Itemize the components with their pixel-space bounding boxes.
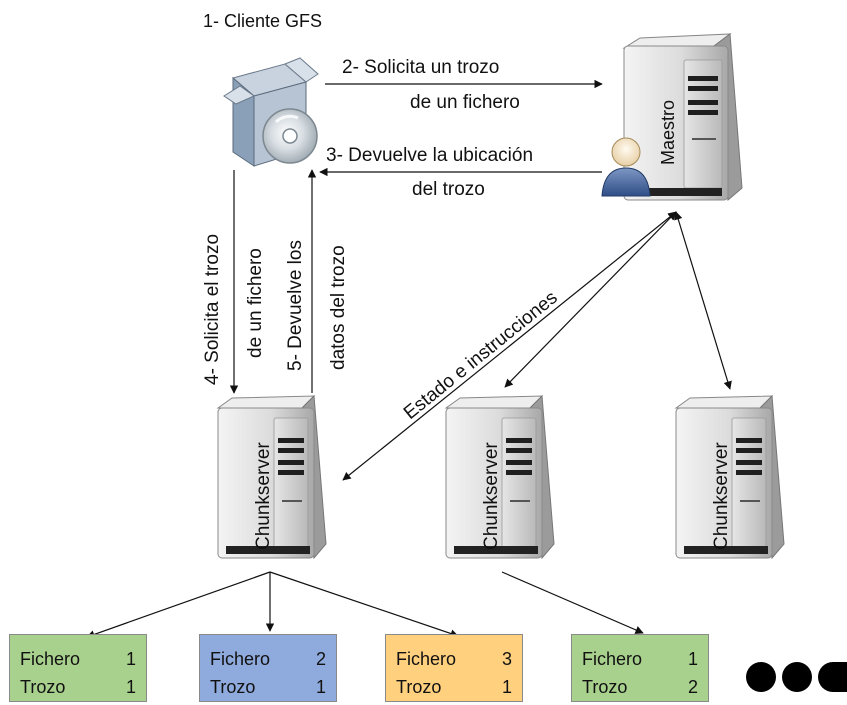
chunk-request-label-line1: 4- Solicita el trozo: [202, 234, 223, 385]
file-label: Fichero: [396, 649, 457, 669]
chunkserver-2-label: Chunkserver: [481, 442, 502, 550]
chunk-number: 1: [125, 677, 136, 697]
file-label: Fichero: [20, 649, 81, 669]
chunk-arrow-1: [86, 571, 271, 639]
request-label-line2: de un fichero: [410, 92, 520, 113]
chunk-number: 2: [687, 677, 698, 697]
chunk-number: 1: [501, 677, 512, 697]
ellipsis-dot-3: [818, 662, 847, 692]
file-label: Fichero: [210, 649, 271, 669]
file-number: 3: [501, 649, 512, 669]
chunkserver-1-label: Chunkserver: [253, 442, 274, 550]
chunk-label: Trozo: [582, 677, 628, 697]
status-arrow-chunkserver-3: [674, 211, 732, 390]
chunk-data-label-line1: 5- Devuelve los: [285, 240, 306, 371]
reply-label-line2: del trozo: [412, 179, 485, 200]
ellipsis-dot-1: [746, 662, 776, 692]
file-number: 1: [687, 649, 698, 669]
file-number: 2: [315, 649, 326, 669]
chunk-box-4: Fichero 1 Trozo 2: [571, 634, 709, 702]
reply-label-line1: 3- Devuelve la ubicación: [326, 145, 533, 166]
file-number: 1: [125, 649, 136, 669]
chunk-arrow-4: [501, 571, 644, 634]
chunk-data-label-line2: datos del trozo: [328, 245, 349, 370]
status-arrow-chunkserver-2: [504, 211, 677, 388]
chunk-label: Trozo: [210, 677, 256, 697]
client-label: 1- Cliente GFS: [203, 11, 322, 31]
chunk-box-1: Fichero 1 Trozo 1: [9, 634, 147, 702]
chunkserver-3-label: Chunkserver: [711, 442, 732, 550]
client-software-icon: [223, 57, 319, 167]
chunk-box-2: Fichero 2 Trozo 1: [199, 634, 337, 702]
master-server-icon: [622, 33, 743, 202]
chunkserver-3-icon: [674, 394, 785, 560]
master-label: Maestro: [658, 100, 678, 165]
chunk-label: Trozo: [20, 677, 66, 697]
chunk-arrow-3: [269, 571, 459, 638]
chunkserver-1-icon: [216, 394, 327, 560]
chunk-label: Trozo: [396, 677, 442, 697]
ellipsis-dot-2: [782, 662, 812, 692]
chunk-request-label-line2: de un fichero: [245, 248, 266, 358]
file-label: Fichero: [582, 649, 643, 669]
request-label-line1: 2- Solicita un trozo: [342, 57, 499, 78]
chunk-number: 1: [315, 677, 326, 697]
admin-user-icon: [601, 137, 651, 197]
chunk-box-3: Fichero 3 Trozo 1: [385, 634, 523, 702]
